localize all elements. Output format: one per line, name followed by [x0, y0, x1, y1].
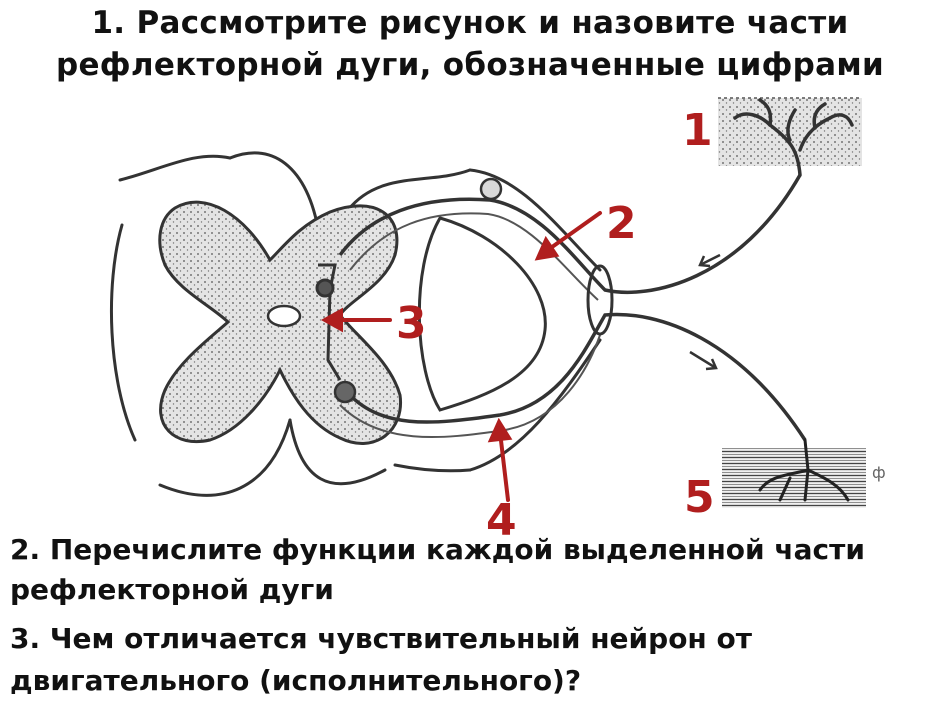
question-3: 3. Чем отличается чувствительный нейрон …	[10, 622, 752, 697]
central-canal	[266, 304, 302, 328]
label-3: 3	[396, 298, 427, 349]
question-2: 2. Перечислите функции каждой выделенной…	[10, 533, 865, 606]
sensory-neuron-body	[479, 177, 503, 201]
interneuron	[315, 263, 342, 381]
motor-endings	[758, 438, 850, 502]
muscle-effector-box	[722, 448, 866, 508]
label-5: 5	[684, 472, 715, 523]
spinal-cord-outline	[109, 151, 602, 497]
corner-mark: ф	[872, 463, 886, 482]
label-1: 1	[682, 105, 713, 156]
motor-neuron-body	[333, 380, 357, 404]
sensory-fiber-outer	[349, 212, 599, 301]
skin-receptor-box	[718, 98, 862, 166]
receptor-branches	[733, 98, 854, 177]
label-4: 4	[486, 495, 517, 546]
sensory-fiber	[338, 174, 802, 294]
label-2: 2	[606, 198, 637, 249]
pointer-arrows	[320, 211, 602, 502]
dorsal-root-loop	[417, 216, 547, 412]
spinal-nerve-ring	[586, 264, 614, 336]
question-1: 1. Рассмотрите рисунок и назовите части …	[55, 5, 885, 83]
motor-fiber	[343, 312, 807, 441]
impulse-arrows	[689, 253, 721, 371]
